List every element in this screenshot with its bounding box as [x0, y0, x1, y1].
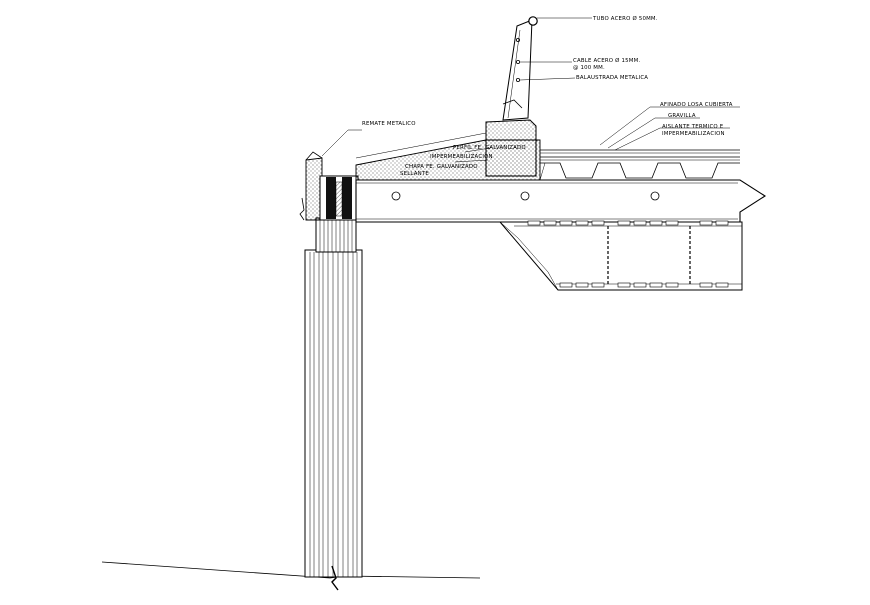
label-gravilla: GRAVILLA	[668, 113, 696, 119]
label-aislante-1: AISLANTE TERMICO E	[662, 124, 724, 130]
label-perfil: PERFIL FE. GALVANIZADO	[453, 145, 526, 151]
label-cable-2: @ 100 MM.	[573, 65, 605, 71]
label-sellante: SELLANTE	[400, 171, 429, 177]
label-cable-1: CABLE ACERO Ø 15MM.	[573, 57, 640, 64]
label-aislante-2: IMPERMEABILIZACION	[662, 131, 725, 137]
main-beam	[355, 179, 767, 223]
lower-truss	[498, 220, 743, 291]
label-balaustrada: BALAUSTRADA METALICA	[576, 75, 648, 81]
parapet	[485, 119, 537, 177]
ground-line	[101, 561, 481, 579]
label-afinado: AFINADO LOSA CUBIERTA	[660, 102, 733, 108]
label-impermeab: IMPERMEABILIZACION	[430, 154, 493, 160]
column	[304, 217, 363, 591]
balustrade-post	[502, 16, 538, 121]
edge-cap	[299, 151, 359, 221]
label-remate: REMATE METALICO	[362, 121, 416, 127]
label-chapa: CHAPA FE. GALVANIZADO	[405, 164, 478, 170]
leader-lines	[321, 17, 740, 163]
label-tubo: TUBO ACERO Ø 50MM.	[592, 15, 658, 22]
